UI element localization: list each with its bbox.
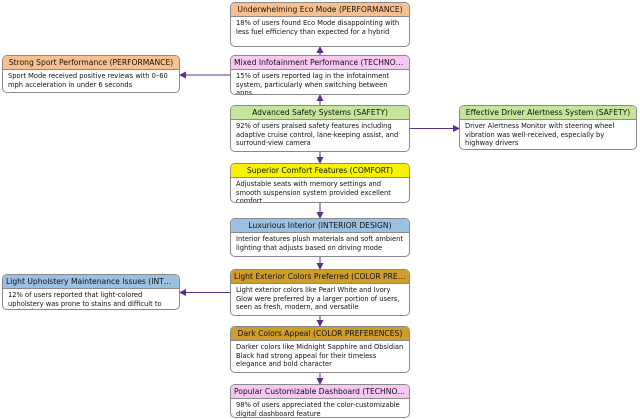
node-text: Darker colors like Midnight Sapphire and… <box>236 343 404 369</box>
node-superior-comfort[interactable]: Superior Comfort Features (COMFORT) Adju… <box>230 163 410 203</box>
node-advanced-safety-systems[interactable]: Advanced Safety Systems (SAFETY) 92% of … <box>230 105 410 152</box>
node-strong-sport-performance[interactable]: Strong Sport Performance (PERFORMANCE) S… <box>2 55 180 93</box>
node-underwhelming-eco-mode[interactable]: Underwhelming Eco Mode (PERFORMANCE) 18%… <box>230 2 410 47</box>
node-mixed-infotainment[interactable]: Mixed Infotainment Performance (TECHNOLO… <box>230 55 410 95</box>
node-title: Effective Driver Alertness System (SAFET… <box>460 106 636 120</box>
node-title: Luxurious Interior (INTERIOR DESIGN) <box>231 219 409 233</box>
node-title: Strong Sport Performance (PERFORMANCE) <box>3 56 179 70</box>
node-text: 98% of users appreciated the color-custo… <box>236 401 400 418</box>
node-title: Light Exterior Colors Preferred (COLOR P… <box>231 270 409 284</box>
node-text: Interior features plush materials and so… <box>236 235 403 252</box>
node-driver-alertness[interactable]: Effective Driver Alertness System (SAFET… <box>459 105 637 150</box>
node-title: Dark Colors Appeal (COLOR PREFERENCES) <box>231 327 409 341</box>
node-text: 15% of users reported lag in the infotai… <box>236 72 390 95</box>
node-light-upholstery-issues[interactable]: Light Upholstery Maintenance Issues (INT… <box>2 274 180 310</box>
node-title: Superior Comfort Features (COMFORT) <box>231 164 409 178</box>
node-text: 18% of users found Eco Mode disappointin… <box>236 19 400 36</box>
node-text: 12% of users reported that light-colored… <box>8 291 162 309</box>
node-text: 92% of users praised safety features inc… <box>236 122 399 148</box>
node-title: Mixed Infotainment Performance (TECHNOLO… <box>231 56 409 70</box>
node-title: Popular Customizable Dashboard (TECHNOLO… <box>231 385 409 399</box>
node-dark-colors-appeal[interactable]: Dark Colors Appeal (COLOR PREFERENCES) D… <box>230 326 410 373</box>
node-text: Sport Mode received positive reviews wit… <box>8 72 168 89</box>
node-title: Underwhelming Eco Mode (PERFORMANCE) <box>231 3 409 17</box>
node-title: Light Upholstery Maintenance Issues (INT… <box>3 275 179 289</box>
node-customizable-dashboard[interactable]: Popular Customizable Dashboard (TECHNOLO… <box>230 384 410 418</box>
node-title: Advanced Safety Systems (SAFETY) <box>231 106 409 120</box>
node-text: Adjustable seats with memory settings an… <box>236 180 391 203</box>
node-luxurious-interior[interactable]: Luxurious Interior (INTERIOR DESIGN) Int… <box>230 218 410 257</box>
node-text: Light exterior colors like Pearl White a… <box>236 286 400 312</box>
node-light-exterior-colors[interactable]: Light Exterior Colors Preferred (COLOR P… <box>230 269 410 316</box>
node-text: Driver Alertness Monitor with steering w… <box>465 122 615 148</box>
